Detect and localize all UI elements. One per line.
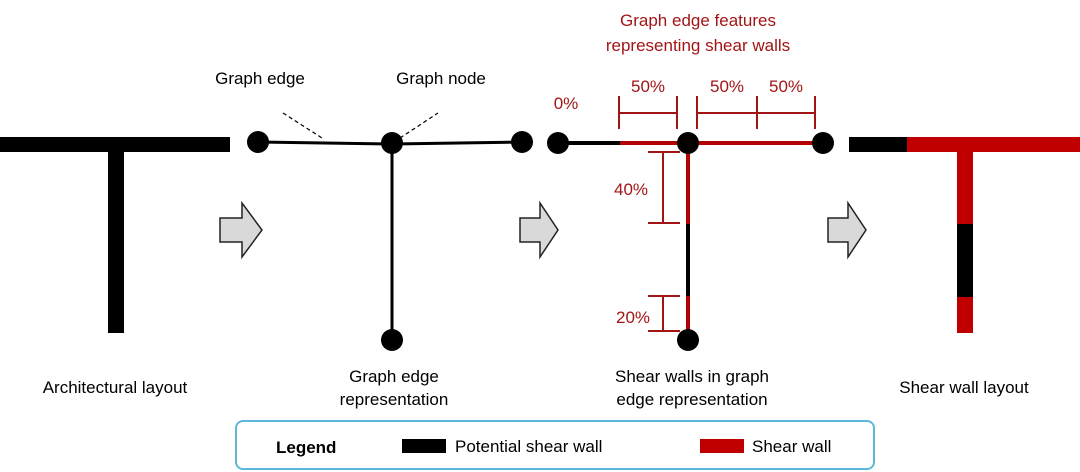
label-shear-in-graph-1: Shear walls in graph: [615, 367, 769, 386]
feature-vertical-top: 40%: [614, 180, 648, 199]
graph-node: [381, 329, 403, 351]
arrow-right-icon: [219, 200, 263, 260]
graph-edge-representation: [257, 112, 523, 340]
shear-walls-in-graph: [558, 141, 823, 340]
architectural-layout: [0, 137, 230, 333]
feature-top-right-b: 50%: [769, 77, 803, 96]
feature-left: 0%: [554, 94, 579, 113]
label-graph-node: Graph node: [396, 69, 486, 88]
legend-potential: Potential shear wall: [455, 437, 602, 456]
legend: Legend Potential shear wall Shear wall: [235, 420, 875, 470]
feature-top-left: 50%: [631, 77, 665, 96]
graph-node: [247, 131, 269, 153]
label-shear-in-graph-2: edge representation: [616, 390, 767, 409]
graph-node: [677, 132, 699, 154]
horizontal-wall: [0, 137, 230, 152]
legend-shear: Shear wall: [752, 437, 831, 456]
vertical-wall: [108, 150, 124, 333]
arrow-right-icon: [827, 200, 867, 260]
label-architectural: Architectural layout: [43, 378, 188, 397]
label-graph-edge-rep-1: Graph edge: [349, 367, 439, 386]
graph-node: [547, 132, 569, 154]
graph-node: [381, 132, 403, 154]
legend-swatch-shear: [700, 439, 744, 453]
graph-node: [511, 131, 533, 153]
legend-title: Legend: [276, 438, 336, 457]
label-shear-layout: Shear wall layout: [899, 378, 1029, 397]
label-graph-edge: Graph edge: [215, 69, 305, 88]
feature-vertical-bottom: 20%: [616, 308, 650, 327]
shear-wall-layout: [849, 137, 1080, 333]
graph-node-pointer: [399, 112, 439, 139]
features-title-1: Graph edge features: [620, 11, 776, 30]
feature-top-right-a: 50%: [710, 77, 744, 96]
label-graph-edge-rep-2: representation: [340, 390, 449, 409]
arrow-right-icon: [519, 200, 559, 260]
graph-node: [812, 132, 834, 154]
legend-swatch-potential: [402, 439, 446, 453]
features-title-2: representing shear walls: [606, 36, 790, 55]
feature-brackets: [618, 96, 816, 332]
graph-edge-pointer: [282, 112, 323, 139]
graph-node: [677, 329, 699, 351]
